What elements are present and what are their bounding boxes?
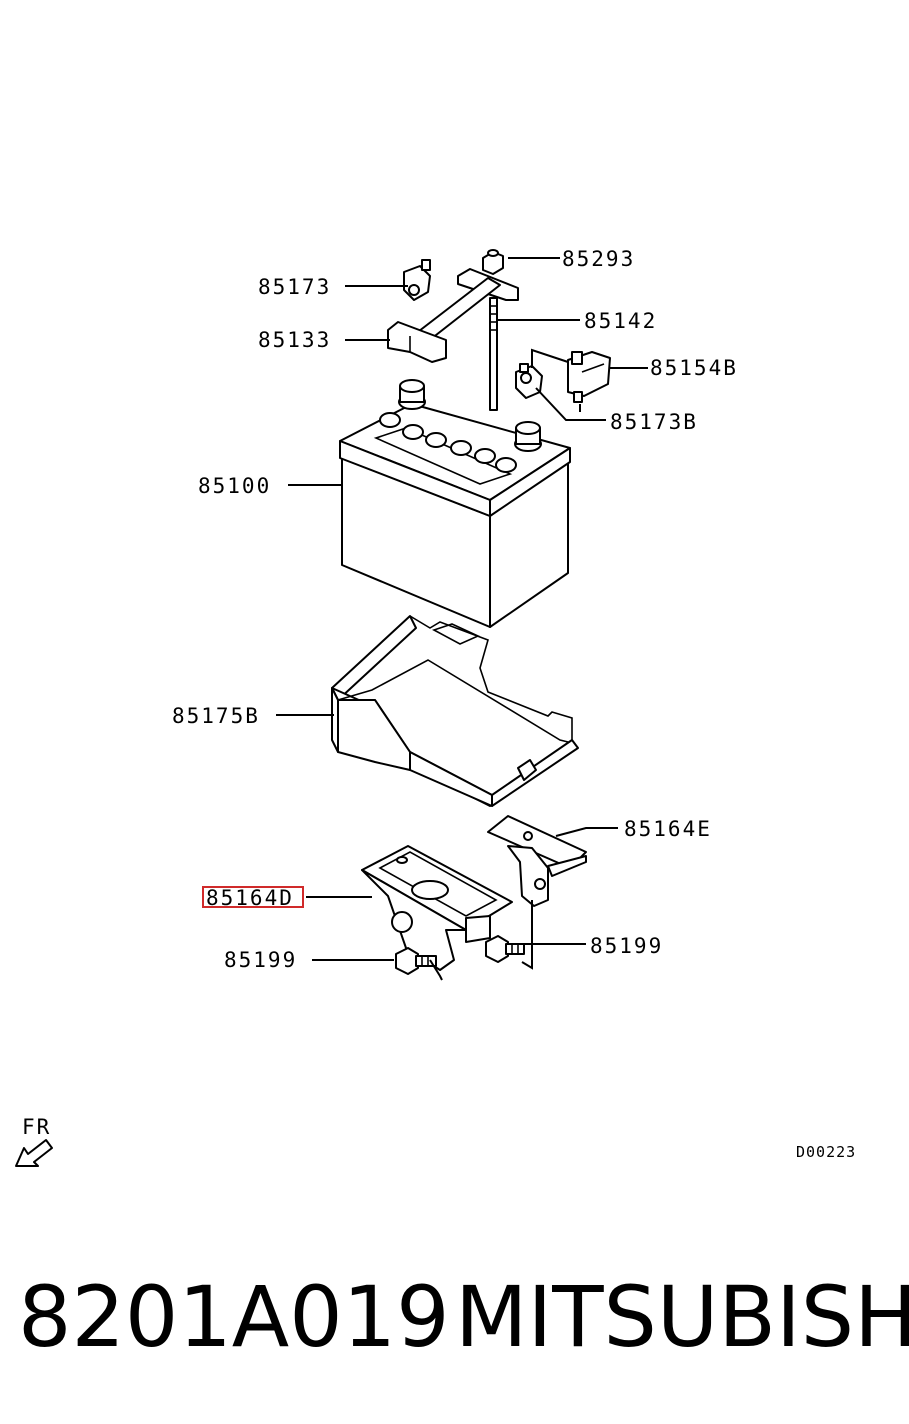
bracket-85164E	[487, 815, 587, 907]
leader-lines	[276, 257, 648, 981]
callout-85164D-highlight	[202, 886, 304, 908]
terminal-clamp-85173B	[515, 363, 543, 399]
part-number: 8201A019	[18, 1268, 450, 1366]
callout-85293: 85293	[562, 247, 635, 271]
battery	[339, 379, 571, 628]
callout-85164E: 85164E	[624, 817, 712, 841]
callout-85173B: 85173B	[610, 410, 698, 434]
callout-85100: 85100	[198, 474, 271, 498]
hold-down-rod	[489, 297, 498, 411]
terminal-clamp-85173	[403, 259, 431, 301]
drawing-code: D00223	[796, 1143, 856, 1161]
callout-85199-left: 85199	[224, 948, 297, 972]
callout-labels: 85293 85173 85133 85142 85154B 85173B 85…	[172, 247, 738, 972]
terminal-cover-85154B	[567, 351, 611, 403]
bolt-85199-left	[395, 947, 437, 975]
bracket-85164D	[361, 845, 513, 971]
battery-terminals	[398, 379, 542, 452]
front-direction-indicator: FR	[15, 1115, 53, 1167]
brand-name: MITSUBISHI	[455, 1268, 909, 1366]
battery-vent-caps	[379, 412, 517, 473]
callout-85142: 85142	[584, 309, 657, 333]
caption-bar: 8201A019 MITSUBISHI	[0, 1262, 909, 1372]
hold-down-nut	[482, 249, 504, 275]
battery-hold-down-bar	[387, 268, 519, 363]
callout-85154B: 85154B	[650, 356, 738, 380]
battery-tray	[331, 615, 579, 807]
callout-85199-right: 85199	[590, 934, 663, 958]
front-arrow-icon	[15, 1139, 53, 1167]
callout-85173: 85173	[258, 275, 331, 299]
callout-85133: 85133	[258, 328, 331, 352]
callout-85175B: 85175B	[172, 704, 260, 728]
bolt-85199-right	[485, 935, 525, 963]
front-label: FR	[22, 1115, 51, 1139]
